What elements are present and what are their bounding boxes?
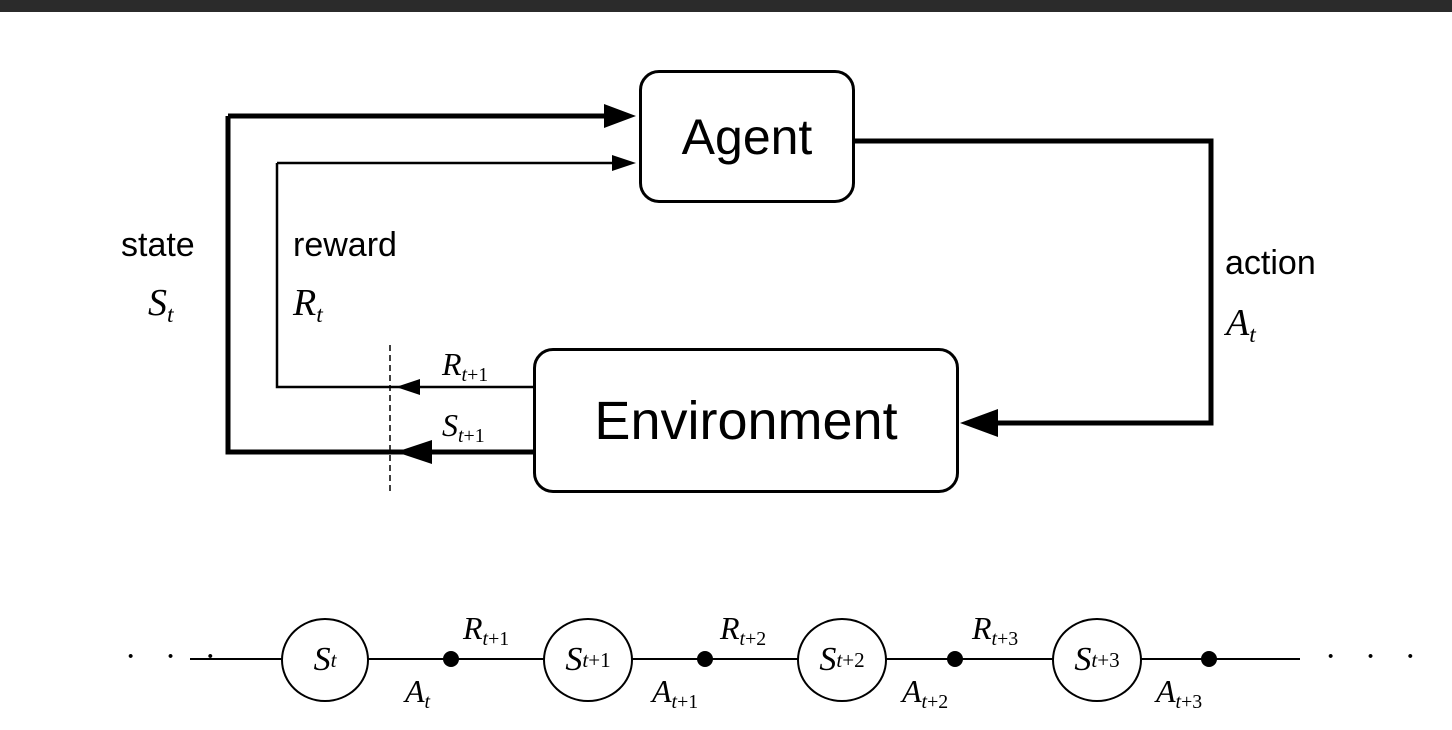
reward-arrowhead-agent — [612, 155, 636, 171]
action-point — [947, 651, 963, 667]
action-word: action — [1225, 244, 1316, 282]
reward-word: reward — [293, 226, 397, 264]
state-arrowhead-agent — [604, 104, 636, 128]
trajectory-ellipsis-left: · · · — [125, 638, 226, 675]
action-arrowhead-environment — [960, 409, 998, 437]
action-point — [697, 651, 713, 667]
trajectory-ellipsis-right: · · · — [1325, 638, 1426, 675]
reward-next-arrowhead — [396, 379, 420, 395]
trajectory-reward-label: Rt+1 — [463, 610, 510, 650]
trajectory-action-label: At+3 — [1156, 673, 1203, 713]
trajectory-reward-label: Rt+2 — [720, 610, 767, 650]
agent-label: Agent — [681, 108, 813, 165]
state-next-arrowhead — [396, 440, 432, 464]
top-bar — [0, 0, 1452, 12]
reward-connector — [275, 163, 533, 389]
trajectory-action-label: At+2 — [902, 673, 949, 713]
state-symbol: St — [148, 282, 174, 329]
state-next-label: St+1 — [442, 407, 485, 447]
action-point — [443, 651, 459, 667]
action-symbol: At — [1226, 302, 1256, 349]
environment-label: Environment — [594, 390, 898, 451]
state-connector — [225, 116, 533, 455]
trajectory-reward-label: Rt+3 — [972, 610, 1019, 650]
state-word: state — [121, 226, 195, 264]
reward-next-label: Rt+1 — [442, 346, 489, 386]
agent-box: Agent — [639, 70, 855, 203]
trajectory-action-label: At+1 — [652, 673, 699, 713]
action-connector — [855, 138, 1214, 426]
trajectory-action-label: At — [405, 673, 431, 713]
reward-symbol: Rt — [293, 282, 323, 329]
action-point — [1201, 651, 1217, 667]
environment-box: Environment — [533, 348, 959, 493]
